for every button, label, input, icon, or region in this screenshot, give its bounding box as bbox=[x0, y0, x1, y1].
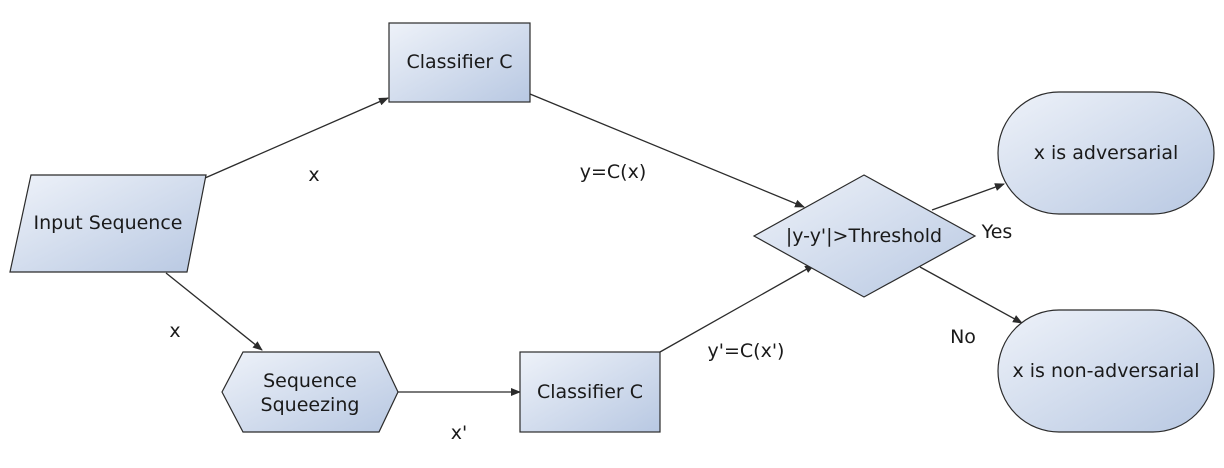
node-input-sequence: Input Sequence bbox=[9, 174, 207, 273]
edge-label-decision-yes: Yes bbox=[981, 221, 1013, 243]
edge-label-decision-no: No bbox=[950, 326, 976, 348]
adversarial-label: x is adversarial bbox=[1034, 142, 1179, 164]
node-classifier-top: Classifier C bbox=[388, 22, 531, 103]
classifier-bottom-label: Classifier C bbox=[537, 381, 643, 403]
edge-classifier-top-to-decision bbox=[529, 93, 805, 208]
edge-label-classifier-top-to-decision: y=C(x) bbox=[580, 161, 647, 183]
edges bbox=[165, 93, 1023, 396]
edge-label-input-to-squeezing: x bbox=[169, 320, 180, 342]
edge-label-classifier-bottom-to-decision: y'=C(x') bbox=[708, 340, 785, 362]
edge-label-squeezing-to-classifier: x' bbox=[451, 422, 467, 444]
node-non-adversarial: x is non-adversarial bbox=[997, 309, 1215, 433]
node-threshold-decision: |y-y'|>Threshold bbox=[752, 174, 977, 298]
edge-decision-no bbox=[919, 266, 1023, 324]
edge-labels: x x x' y=C(x) y'=C(x') Yes No bbox=[169, 161, 1012, 444]
edge-input-to-squeezing bbox=[165, 272, 263, 351]
edge-classifier-bottom-to-decision bbox=[659, 264, 815, 353]
node-adversarial: x is adversarial bbox=[997, 91, 1215, 215]
non-adversarial-label: x is non-adversarial bbox=[1012, 360, 1199, 382]
classifier-top-label: Classifier C bbox=[406, 51, 512, 73]
input-sequence-label: Input Sequence bbox=[34, 212, 183, 234]
threshold-decision-label: |y-y'|>Threshold bbox=[786, 225, 942, 247]
node-sequence-squeezing: Sequence Squeezing bbox=[221, 351, 399, 433]
node-classifier-bottom: Classifier C bbox=[519, 351, 661, 433]
sequence-squeezing-label-line2: Squeezing bbox=[261, 394, 360, 416]
edge-decision-yes bbox=[931, 183, 1005, 211]
edge-label-input-to-classifier: x bbox=[308, 164, 319, 186]
sequence-squeezing-label-line1: Sequence bbox=[263, 370, 357, 392]
edge-input-to-classifier-top bbox=[204, 97, 389, 179]
